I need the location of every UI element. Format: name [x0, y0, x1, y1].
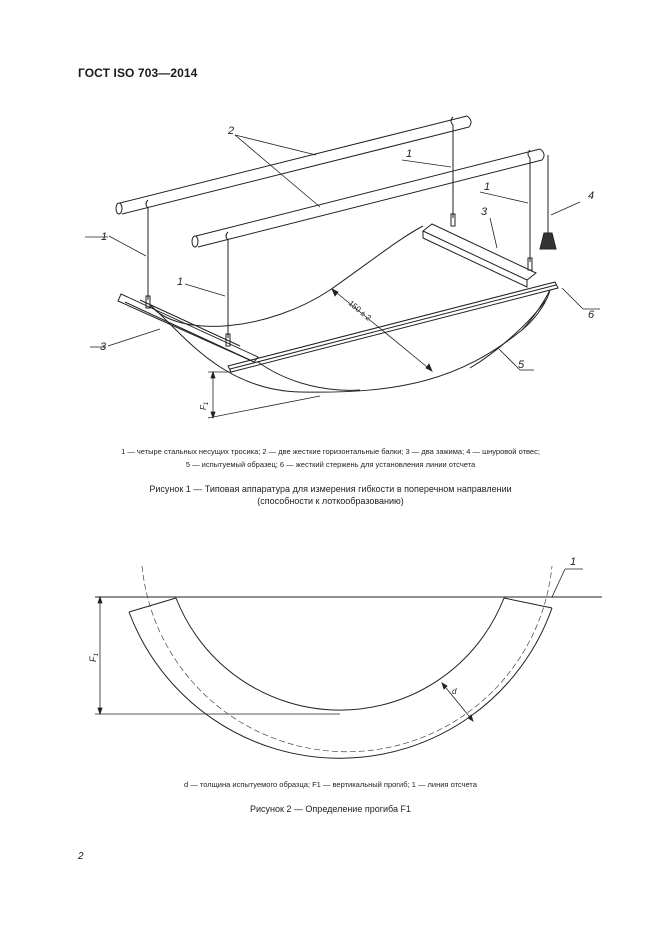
callout-1b: 1	[484, 181, 490, 193]
figure-1-legend-line-1: 1 — четыре стальных несущих тросика; 2 —…	[121, 447, 540, 456]
rigid-reference-rod	[227, 281, 559, 373]
document-header: ГОСТ ISO 703—2014	[78, 66, 198, 80]
callout-1d: 1	[177, 276, 183, 288]
callout-2: 2	[227, 125, 234, 137]
callout-1a: 1	[406, 148, 412, 160]
callout-5: 5	[518, 359, 525, 371]
figure-1-callouts: 2 1 1 3 4 1 1 3 5 6	[100, 125, 595, 371]
callout-3b: 3	[100, 341, 107, 353]
figure-1-caption-line-1: Рисунок 1 — Типовая аппаратура для измер…	[149, 484, 512, 494]
callout-6: 6	[588, 309, 595, 321]
figure-2-caption: Рисунок 2 — Определение прогиба F1	[249, 804, 411, 814]
plumb-bob	[539, 155, 557, 250]
leader-lines	[85, 134, 600, 371]
right-clamp	[422, 223, 537, 288]
f1-label-fig1: F1	[199, 402, 210, 410]
deflection-measure-f1-fig1	[207, 370, 321, 420]
callout-1c: 1	[101, 231, 107, 243]
figure-1-legend-line-2: 5 — испытуемый образец; 6 — жесткий стер…	[185, 460, 476, 469]
front-horizontal-beam	[191, 148, 545, 248]
callout-4: 4	[588, 190, 594, 202]
figure-2-legend: d — толщина испытуемого образца; F1 — ве…	[184, 780, 477, 789]
dimension-150	[331, 288, 433, 372]
figure-1-caption-line-2: (способности к лоткообразованию)	[257, 496, 404, 506]
left-clamp	[117, 293, 259, 363]
test-specimen	[149, 225, 551, 393]
page-number: 2	[78, 851, 84, 862]
back-horizontal-beam	[115, 115, 472, 215]
dimension-label-150: 150 ± 2	[347, 299, 374, 323]
steel-cables	[145, 116, 533, 347]
callout-3a: 3	[481, 206, 488, 218]
